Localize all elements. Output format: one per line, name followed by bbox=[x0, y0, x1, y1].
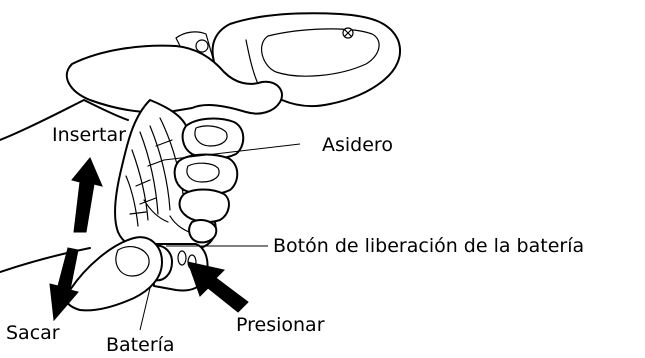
label-bateria: Batería bbox=[106, 336, 175, 355]
label-insertar: Insertar bbox=[52, 126, 126, 145]
press-arrow bbox=[188, 262, 248, 312]
label-presionar: Presionar bbox=[236, 316, 325, 335]
finger-4 bbox=[189, 220, 216, 242]
insert-arrow bbox=[72, 158, 102, 232]
label-sacar: Sacar bbox=[6, 324, 60, 343]
finger-2 bbox=[175, 155, 238, 195]
label-asidero: Asidero bbox=[322, 136, 393, 155]
rear-screw-icon bbox=[196, 40, 208, 52]
finger-1 bbox=[183, 119, 244, 159]
label-boton: Botón de liberación de la batería bbox=[273, 237, 584, 256]
finger-3 bbox=[180, 190, 229, 223]
